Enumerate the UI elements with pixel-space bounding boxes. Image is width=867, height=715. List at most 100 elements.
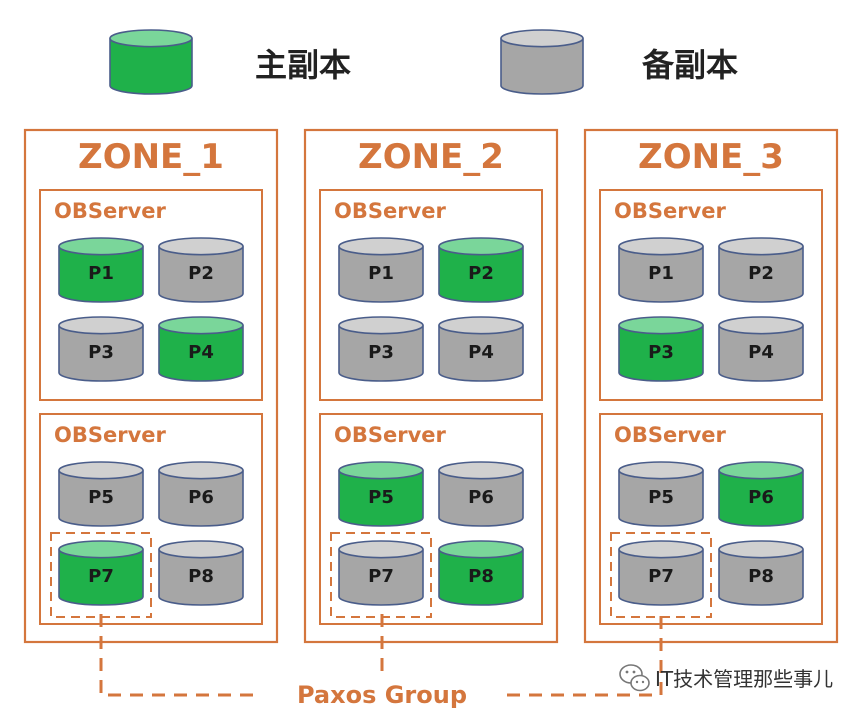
backup-replica-disk-icon bbox=[500, 29, 584, 95]
disk-body bbox=[58, 549, 144, 606]
partition-label: P2 bbox=[748, 263, 774, 284]
disk-body bbox=[618, 470, 704, 527]
partition-label: P5 bbox=[368, 487, 394, 508]
observer-border bbox=[599, 189, 823, 401]
disk-body bbox=[58, 246, 144, 303]
partition-p5-backup: P5 bbox=[58, 461, 144, 527]
partition-p3-backup: P3 bbox=[338, 316, 424, 382]
partition-label: P8 bbox=[468, 566, 494, 587]
zone-border bbox=[23, 128, 279, 644]
partition-p7-backup: P7 bbox=[618, 540, 704, 606]
partition-p3-backup: P3 bbox=[58, 316, 144, 382]
partition-label: P2 bbox=[468, 263, 494, 284]
disk-top bbox=[338, 237, 424, 256]
disk-top bbox=[338, 461, 424, 480]
partition-label: P2 bbox=[188, 263, 214, 284]
disk-body bbox=[718, 549, 804, 606]
partition-label: P7 bbox=[368, 566, 394, 587]
disk-body bbox=[438, 325, 524, 382]
partition-p3-primary: P3 bbox=[618, 316, 704, 382]
disk-top bbox=[58, 540, 144, 559]
partition-label: P7 bbox=[88, 566, 114, 587]
disk-top bbox=[618, 540, 704, 559]
disk-body bbox=[438, 246, 524, 303]
disk-top bbox=[438, 316, 524, 335]
partition-label: P6 bbox=[188, 487, 214, 508]
disk-body bbox=[338, 470, 424, 527]
observer-title: OBServer bbox=[334, 423, 447, 447]
disk-top bbox=[718, 237, 804, 256]
disk-top bbox=[618, 461, 704, 480]
partition-label: P4 bbox=[468, 342, 494, 363]
zone-title: ZONE_3 bbox=[638, 137, 784, 177]
disk-top bbox=[109, 29, 193, 48]
partition-p8-backup: P8 bbox=[158, 540, 244, 606]
disk-body bbox=[158, 549, 244, 606]
watermark-text: IT技术管理那些事儿 bbox=[655, 667, 833, 691]
backup-replica-legend-label: 备副本 bbox=[642, 46, 738, 84]
partition-p8-primary: P8 bbox=[438, 540, 524, 606]
partition-label: P5 bbox=[88, 487, 114, 508]
partition-p4-backup: P4 bbox=[438, 316, 524, 382]
partition-label: P6 bbox=[748, 487, 774, 508]
primary-replica-legend-icon bbox=[109, 29, 193, 95]
partition-label: P6 bbox=[468, 487, 494, 508]
partition-label: P3 bbox=[648, 342, 674, 363]
disk-top bbox=[58, 237, 144, 256]
disk-body bbox=[618, 325, 704, 382]
partition-p5-primary: P5 bbox=[338, 461, 424, 527]
disk-top bbox=[58, 316, 144, 335]
partition-label: P4 bbox=[188, 342, 214, 363]
zone-title: ZONE_1 bbox=[78, 137, 224, 177]
disk-body bbox=[718, 325, 804, 382]
partition-label: P1 bbox=[88, 263, 114, 284]
zone-border bbox=[583, 128, 839, 644]
partition-label: P8 bbox=[188, 566, 214, 587]
partition-p2-backup: P2 bbox=[158, 237, 244, 303]
disk-top bbox=[438, 237, 524, 256]
disk-body bbox=[58, 325, 144, 382]
disk-top bbox=[438, 461, 524, 480]
watermark: IT技术管理那些事儿 bbox=[619, 664, 833, 692]
partition-label: P5 bbox=[648, 487, 674, 508]
primary-replica-disk-icon bbox=[109, 29, 193, 95]
disk-top bbox=[58, 461, 144, 480]
disk-top bbox=[158, 316, 244, 335]
observer-title: OBServer bbox=[54, 199, 167, 223]
primary-replica-legend-label: 主副本 bbox=[255, 46, 351, 84]
disk-body bbox=[618, 246, 704, 303]
observer-border bbox=[39, 189, 263, 401]
paxos-group-connector: Paxos Group bbox=[99, 614, 663, 709]
disk-top bbox=[718, 540, 804, 559]
observer-border bbox=[319, 413, 543, 625]
observer-title: OBServer bbox=[54, 423, 167, 447]
partition-label: P3 bbox=[88, 342, 114, 363]
partition-p4-backup: P4 bbox=[718, 316, 804, 382]
wechat-icon bbox=[619, 664, 650, 692]
observer-border bbox=[39, 413, 263, 625]
disk-top bbox=[618, 316, 704, 335]
disk-top bbox=[158, 461, 244, 480]
disk-body bbox=[58, 470, 144, 527]
disk-body bbox=[618, 549, 704, 606]
disk-body bbox=[338, 325, 424, 382]
observer-title: OBServer bbox=[614, 199, 727, 223]
partition-p6-backup: P6 bbox=[158, 461, 244, 527]
zone-border bbox=[303, 128, 559, 644]
disk-top bbox=[438, 540, 524, 559]
disk-body bbox=[158, 470, 244, 527]
partition-label: P7 bbox=[648, 566, 674, 587]
disk-body bbox=[718, 470, 804, 527]
disk-body bbox=[338, 549, 424, 606]
partition-p6-backup: P6 bbox=[438, 461, 524, 527]
partition-p8-backup: P8 bbox=[718, 540, 804, 606]
disk-top bbox=[718, 461, 804, 480]
